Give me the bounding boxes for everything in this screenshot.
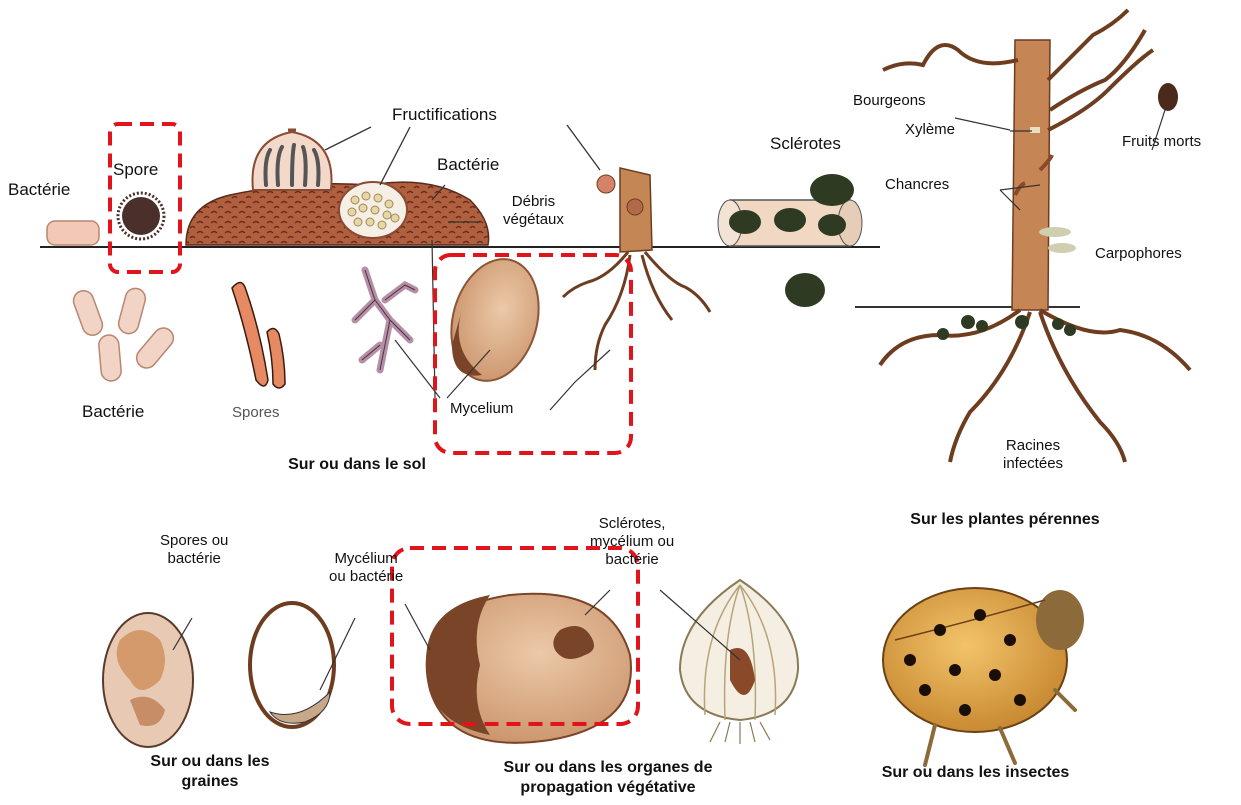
potato-tuber-icon (438, 249, 551, 391)
beetle-icon (883, 588, 1084, 765)
label-carpophores: Carpophores (1095, 245, 1182, 263)
tree-icon (855, 10, 1190, 462)
potato-icon (426, 594, 631, 743)
label-bacterie: Bactérie (8, 180, 70, 200)
seed-section-icon (250, 603, 334, 727)
label-bacterie-below: Bactérie (82, 402, 144, 422)
label-bourgeons: Bourgeons (853, 92, 926, 110)
label-sclerotes: Sclérotes (770, 134, 841, 154)
stump-icon (563, 168, 710, 370)
onion-icon (680, 580, 798, 744)
caption-insectes: Sur ou dans les insectes (868, 763, 1083, 783)
caption-graines: Sur ou dans les graines (130, 752, 290, 792)
label-spores: Spores (232, 404, 280, 422)
label-spore: Spore (113, 160, 158, 180)
label-bacterie-mound: Bactérie (437, 155, 499, 175)
seed-icon (103, 613, 193, 747)
fructification-icon (252, 130, 331, 190)
label-mycelium-ou-bacterie: Mycélium ou bactérie (329, 550, 403, 586)
log-sclerotia-icon (718, 174, 862, 307)
label-mycelium: Mycelium (450, 400, 513, 418)
label-xyleme: Xylème (905, 121, 955, 139)
caption-perennes: Sur les plantes pérennes (895, 510, 1115, 530)
caption-organes: Sur ou dans les organes de propagation v… (468, 758, 748, 798)
label-fructifications: Fructifications (392, 105, 497, 125)
caption-sol: Sur ou dans le sol (262, 455, 452, 475)
label-racines: Racines infectées (1003, 437, 1063, 473)
label-sclerotes-mycelium: Sclérotes, mycélium ou bactérie (590, 515, 674, 569)
label-fruits-morts: Fruits morts (1122, 133, 1201, 151)
label-chancres: Chancres (885, 176, 949, 194)
spore-icon (118, 193, 164, 239)
fructification-spores-icon (339, 182, 407, 238)
label-debris: Débris végétaux (503, 193, 564, 229)
label-spores-ou-bacterie: Spores ou bactérie (160, 532, 228, 568)
